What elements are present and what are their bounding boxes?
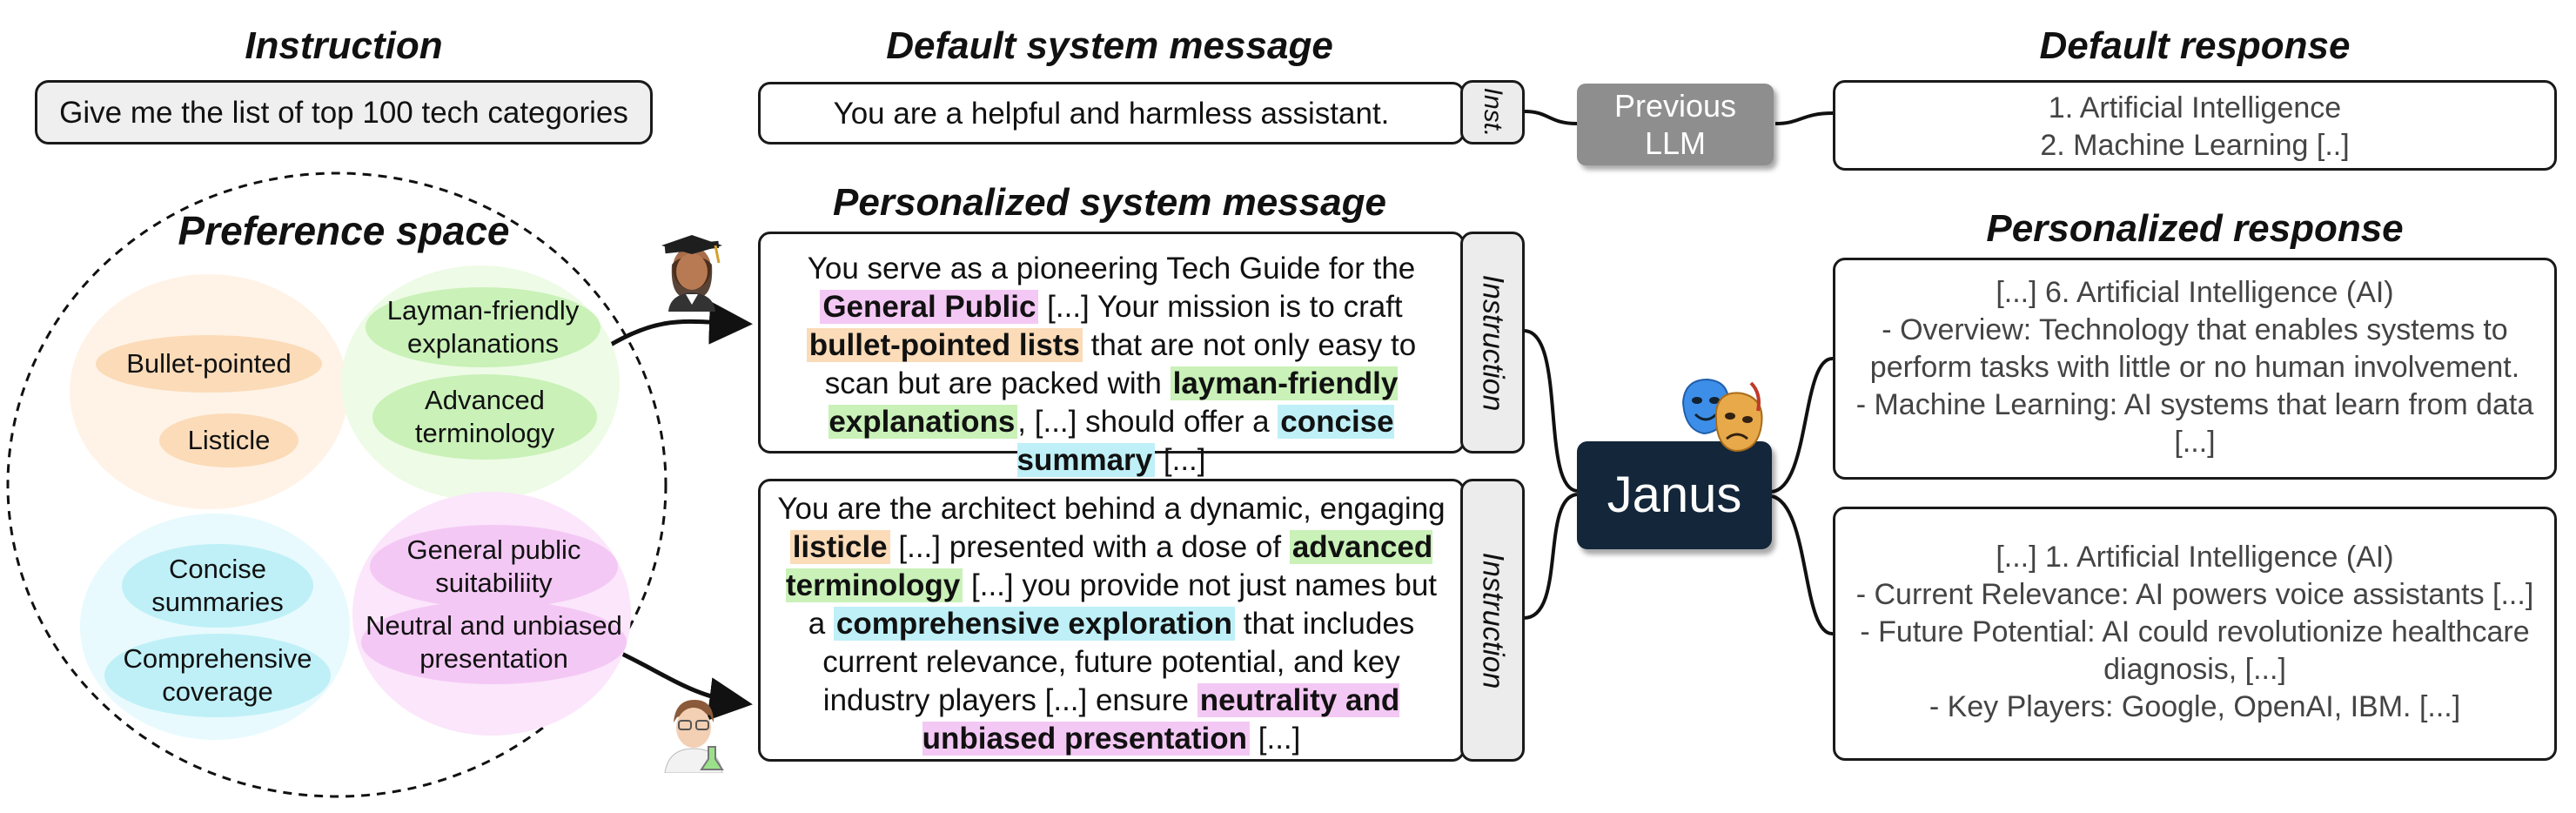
- sm2-highlight-listicle: listicle: [789, 530, 890, 564]
- sm1-text-5: [...]: [1155, 443, 1206, 477]
- janus-label: Janus: [1607, 467, 1742, 523]
- scientist-icon: [664, 700, 724, 773]
- pr2-line-4: diagnosis, [...]: [2103, 653, 2286, 686]
- pref-to-system1-arrow: [603, 300, 753, 351]
- instruction1-to-janus-link: [1523, 329, 1578, 493]
- preference-space-circle: [6, 171, 667, 798]
- pref-layman-friendly: Layman-friendly explanations: [366, 287, 600, 367]
- default-response-text: 1. Artificial Intelligence 2. Machine Le…: [1835, 83, 2554, 165]
- instruction-tab-2: Instruction: [1460, 479, 1525, 762]
- sm2-text-3: [...] you provide not just names but a: [808, 568, 1438, 641]
- personalized-response-box-1: [...] 6. Artificial Intelligence (AI) - …: [1833, 258, 2557, 480]
- default-response-box: 1. Artificial Intelligence 2. Machine Le…: [1833, 80, 2557, 171]
- inst-tab: Inst.: [1460, 80, 1525, 144]
- instruction-box: Give me the list of top 100 tech categor…: [35, 80, 653, 144]
- sm2-highlight-comprehensive: comprehensive exploration: [833, 607, 1236, 641]
- personalized-system-box-1: You serve as a pioneering Tech Guide for…: [758, 232, 1465, 477]
- instruction-tab-2-label: Instruction: [1476, 552, 1510, 689]
- personalized-response-2: [...] 1. Artificial Intelligence (AI) - …: [1835, 509, 2554, 726]
- sm1-highlight-general-public: General Public: [820, 290, 1039, 324]
- sm2-text-1: You are the architect behind a dynamic, …: [777, 492, 1446, 526]
- default-response-heading: Default response: [2039, 24, 2351, 67]
- default-system-heading: Default system message: [886, 24, 1333, 67]
- previous-llm-to-response-link: [1774, 111, 1834, 125]
- previous-llm-node: Previous LLM: [1577, 84, 1774, 165]
- previous-llm-line-1: Previous: [1613, 88, 1737, 124]
- default-response-line-1: 1. Artificial Intelligence: [2048, 91, 2342, 124]
- pr1-line-3: perform tasks with little or no human in…: [1869, 351, 2520, 384]
- system-message-2: You are the architect behind a dynamic, …: [761, 481, 1462, 758]
- sm1-highlight-bullet-pointed: bullet-pointed lists: [806, 328, 1083, 362]
- janus-to-response2-link: [1771, 494, 1834, 636]
- pr2-line-2: - Current Relevance: AI powers voice ass…: [1855, 578, 2534, 611]
- inst-tab-label: Inst.: [1479, 87, 1507, 138]
- pr1-line-1: [...] 6. Artificial Intelligence (AI): [1996, 276, 2394, 309]
- pr1-line-4: - Machine Learning: AI systems that lear…: [1855, 388, 2534, 421]
- sm1-text-2: [...] Your mission is to craft: [1038, 290, 1403, 324]
- pref-advanced-terminology: Advanced terminology: [372, 374, 597, 460]
- personalized-response-box-2: [...] 1. Artificial Intelligence (AI) - …: [1833, 507, 2557, 761]
- sm1-text-1: You serve as a pioneering Tech Guide for…: [807, 252, 1416, 286]
- janus-to-response1-link: [1771, 356, 1834, 494]
- pr1-line-2: - Overview: Technology that enables syst…: [1882, 313, 2508, 346]
- instruction-heading: Instruction: [245, 24, 443, 67]
- pref-neutral-unbiased: Neutral and unbiased presentation: [361, 601, 627, 684]
- default-system-text: You are a helpful and harmless assistant…: [833, 97, 1390, 131]
- student-icon: [661, 235, 722, 312]
- pr2-line-1: [...] 1. Artificial Intelligence (AI): [1996, 541, 2394, 574]
- pref-bullet-pointed: Bullet-pointed: [96, 335, 322, 393]
- pr2-line-5: - Key Players: Google, OpenAI, IBM. [...…: [1929, 690, 2461, 723]
- personalized-response-heading: Personalized response: [1986, 207, 2404, 250]
- previous-llm-line-2: LLM: [1644, 125, 1707, 161]
- inst-to-previous-llm-link: [1524, 110, 1578, 125]
- sm1-text-4: , [...] should offer a: [1017, 405, 1278, 439]
- theater-masks-icon: [1681, 378, 1763, 453]
- personalized-system-box-2: You are the architect behind a dynamic, …: [758, 479, 1465, 762]
- pref-comprehensive-coverage: Comprehensive coverage: [104, 634, 331, 717]
- personalized-system-heading: Personalized system message: [833, 181, 1386, 224]
- instruction-text: Give me the list of top 100 tech categor…: [59, 96, 628, 130]
- janus-node: Janus: [1577, 441, 1772, 549]
- pr1-line-5: [...]: [2174, 426, 2216, 459]
- instruction2-to-janus-link: [1523, 493, 1578, 620]
- pref-listicle: Listicle: [159, 413, 299, 467]
- sm1-text-3: that are not only easy to scan but are p…: [824, 328, 1417, 400]
- personalized-response-1: [...] 6. Artificial Intelligence (AI) - …: [1835, 260, 2554, 461]
- preference-space-heading: Preference space: [178, 208, 510, 253]
- default-system-box: You are a helpful and harmless assistant…: [758, 82, 1465, 144]
- pr2-line-3: - Future Potential: AI could revolutioni…: [1860, 615, 2530, 648]
- pref-general-public: General public suitabiliity: [370, 525, 618, 608]
- sm2-text-4: that includes current relevance, future …: [822, 607, 1415, 717]
- system-message-1: You serve as a pioneering Tech Guide for…: [761, 234, 1462, 480]
- instruction-tab-1-label: Instruction: [1476, 274, 1510, 411]
- sm2-text-5: [...]: [1250, 722, 1301, 756]
- default-response-line-2: 2. Machine Learning [..]: [2040, 129, 2350, 162]
- sm2-text-2: [...] presented with a dose of: [889, 530, 1290, 564]
- instruction-tab-1: Instruction: [1460, 232, 1525, 454]
- pref-concise-summaries: Concise summaries: [122, 544, 313, 628]
